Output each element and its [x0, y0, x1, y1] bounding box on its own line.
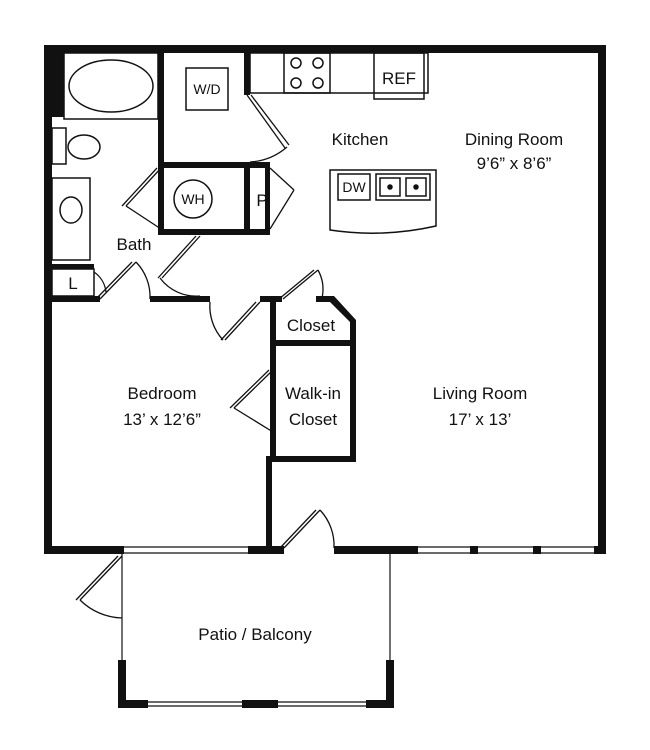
- bath-right-wall: [158, 53, 164, 235]
- walkin-right-wall: [350, 320, 356, 462]
- wh-closet-bottom: [158, 229, 270, 235]
- pantry-label: P: [256, 191, 267, 210]
- closet-left-wall: [270, 296, 276, 460]
- dining-room-size: 9’6” x 8’6”: [477, 154, 552, 173]
- walkin-closet-door[interactable]: [229, 369, 274, 433]
- stove: [283, 52, 331, 94]
- linen-closet: [51, 268, 95, 297]
- washer-dryer-label: W/D: [193, 81, 220, 97]
- kitchen-label: Kitchen: [332, 130, 389, 149]
- patio-door[interactable]: [75, 555, 123, 619]
- water-heater: [173, 179, 213, 219]
- laundry-door[interactable]: [246, 94, 290, 163]
- bottom-wall-left: [44, 546, 124, 554]
- bottom-windows: [124, 546, 594, 554]
- linen-top: [52, 264, 94, 269]
- bath-label: Bath: [117, 235, 152, 254]
- laundry-right-wall: [244, 53, 250, 95]
- wh-closet-top: [158, 162, 270, 168]
- bath-bottom-wall-left: [52, 296, 100, 302]
- refrigerator: [373, 52, 425, 100]
- kitchen-sink: [375, 173, 431, 201]
- patio-rail-mid: [242, 700, 278, 708]
- linen-label: L: [68, 274, 77, 293]
- water-heater-label: WH: [181, 191, 204, 207]
- patio-rail-right: [366, 700, 394, 708]
- closet-door[interactable]: [278, 269, 324, 300]
- living-room-size: 17’ x 13’: [449, 410, 512, 429]
- walkin-bottom-wall: [270, 456, 356, 462]
- bottom-wall-post-1: [470, 546, 478, 554]
- pantry-door[interactable]: [269, 167, 295, 230]
- patio-rail-left: [118, 700, 148, 708]
- patio-label: Patio / Balcony: [198, 625, 312, 644]
- toilet: [51, 127, 101, 165]
- hall-door[interactable]: [157, 235, 201, 297]
- bottom-wall-post-2: [533, 546, 541, 554]
- linen-door[interactable]: [93, 271, 107, 293]
- right-wall: [598, 45, 606, 553]
- pantry-right-stub: [265, 162, 270, 235]
- wh-closet-door[interactable]: [121, 167, 162, 230]
- bath-bottom-wall-mid: [150, 296, 210, 302]
- closet-divider: [270, 340, 356, 346]
- bottom-wall-end: [594, 546, 606, 554]
- bottom-wall-right: [334, 546, 418, 554]
- closet-label: Closet: [287, 316, 335, 335]
- closet-angled-wall: [316, 296, 356, 322]
- refrigerator-label: REF: [382, 69, 416, 88]
- left-wall: [44, 45, 52, 553]
- bathtub: [63, 52, 159, 120]
- bedroom-size: 13’ x 12’6”: [123, 410, 201, 429]
- kitchen-island: [329, 169, 437, 234]
- patio-post-left: [118, 660, 126, 708]
- dishwasher-label: DW: [342, 179, 366, 195]
- walkin-closet-label: Walk-in: [285, 384, 341, 403]
- dining-room-label: Dining Room: [465, 130, 563, 149]
- entry-door[interactable]: [279, 509, 335, 549]
- bedroom-door[interactable]: [209, 301, 261, 341]
- bedroom-label: Bedroom: [128, 384, 197, 403]
- bath-door[interactable]: [95, 261, 151, 300]
- living-room-label: Living Room: [433, 384, 528, 403]
- kitchen-counter: [249, 52, 429, 94]
- wh-closet-divider: [244, 162, 250, 235]
- patio: [75, 554, 394, 708]
- bedroom-right-wall: [266, 456, 272, 554]
- walkin-closet-label-2: Closet: [289, 410, 337, 429]
- bath-vanity: [51, 177, 91, 261]
- left-wall-thick: [44, 53, 64, 117]
- top-wall: [44, 45, 606, 53]
- patio-post-right: [386, 660, 394, 708]
- dishwasher: [337, 173, 371, 201]
- washer-dryer: [185, 67, 229, 111]
- interior-walls: [52, 53, 356, 554]
